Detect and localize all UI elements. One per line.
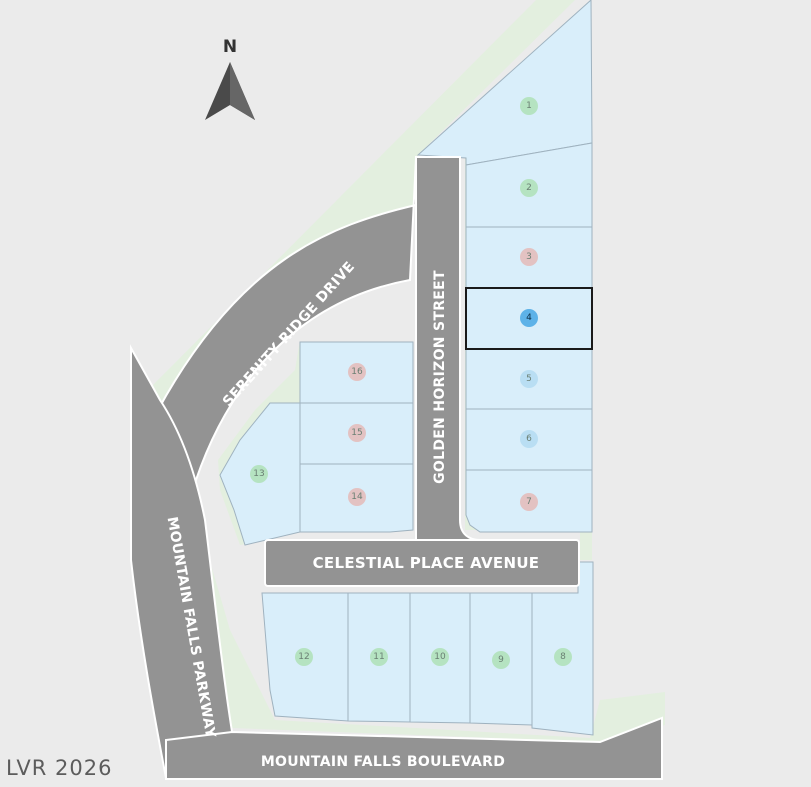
lot-number-label: 7 — [526, 497, 532, 507]
lot-status-dot — [554, 648, 572, 666]
mountain-falls-boulevard-label: MOUNTAIN FALLS BOULEVARD — [261, 754, 505, 770]
lot-number-label: 12 — [298, 652, 309, 662]
lot-11-marker[interactable]: 11 — [370, 648, 388, 666]
celestial-place-avenue-label: CELESTIAL PLACE AVENUE — [313, 554, 540, 572]
lot-12-marker[interactable]: 12 — [295, 648, 313, 666]
lot-number-label: 4 — [526, 313, 532, 323]
lot-number-label: 11 — [373, 652, 384, 662]
lot-number-label: 8 — [560, 652, 566, 662]
lot-number-label: 1 — [526, 101, 532, 111]
lot-status-dot — [520, 309, 538, 327]
lot-9-marker[interactable]: 9 — [492, 651, 510, 669]
golden-horizon-street-label: GOLDEN HORIZON STREET — [432, 270, 448, 484]
selected-lot-outline — [465, 287, 593, 350]
lot-number-label: 16 — [351, 367, 363, 377]
lot-number-label: 10 — [434, 652, 446, 662]
lot-number-label: 5 — [526, 374, 532, 384]
lot-status-dot — [520, 179, 538, 197]
lot-status-dot — [520, 97, 538, 115]
lot-8-marker[interactable]: 8 — [554, 648, 572, 666]
lot-6-marker[interactable]: 6 — [520, 430, 538, 448]
lot-10-marker[interactable]: 10 — [431, 648, 449, 666]
lot-2-marker[interactable]: 2 — [520, 179, 538, 197]
lot-status-dot — [520, 493, 538, 511]
roads — [130, 156, 663, 780]
lot-1-marker[interactable]: 1 — [520, 97, 538, 115]
lot-status-dot — [370, 648, 388, 666]
lot-number-label: 3 — [526, 252, 532, 262]
lot-5-marker[interactable]: 5 — [520, 370, 538, 388]
north-label: N — [223, 37, 237, 57]
lot-number-label: 9 — [498, 655, 504, 665]
lot-status-dot — [520, 430, 538, 448]
lot-14-marker[interactable]: 14 — [348, 488, 366, 506]
lot-3-marker[interactable]: 3 — [520, 248, 538, 266]
lot-status-dot — [348, 424, 366, 442]
mountain-falls-parkway-road[interactable] — [130, 344, 242, 779]
lot-15-marker[interactable]: 15 — [348, 424, 366, 442]
mountain-falls-boulevard-road[interactable] — [165, 716, 663, 780]
lot-number-label: 6 — [526, 434, 532, 444]
lot-number-label: 13 — [253, 469, 264, 479]
lot-status-dot — [431, 648, 449, 666]
lot-16-marker[interactable]: 16 — [348, 363, 366, 381]
lot-status-dot — [250, 465, 268, 483]
watermark: LVR 2026 — [6, 756, 113, 780]
lot-status-dot — [348, 363, 366, 381]
lot-status-dot — [492, 651, 510, 669]
lot-1-parcel[interactable] — [416, 0, 593, 166]
celestial-place-avenue-road[interactable] — [264, 539, 580, 587]
lot-status-dot — [348, 488, 366, 506]
north-arrow: N — [205, 37, 255, 120]
lot-number-label: 15 — [351, 428, 362, 438]
lot-7-marker[interactable]: 7 — [520, 493, 538, 511]
lot-status-dot — [295, 648, 313, 666]
lot-4-marker[interactable]: 4 — [520, 309, 538, 327]
lot-number-label: 2 — [526, 183, 532, 193]
lots — [219, 0, 594, 736]
lot-number-label: 14 — [351, 492, 363, 502]
lot-status-dot — [520, 248, 538, 266]
lot-13-marker[interactable]: 13 — [250, 465, 268, 483]
lot-status-dot — [520, 370, 538, 388]
